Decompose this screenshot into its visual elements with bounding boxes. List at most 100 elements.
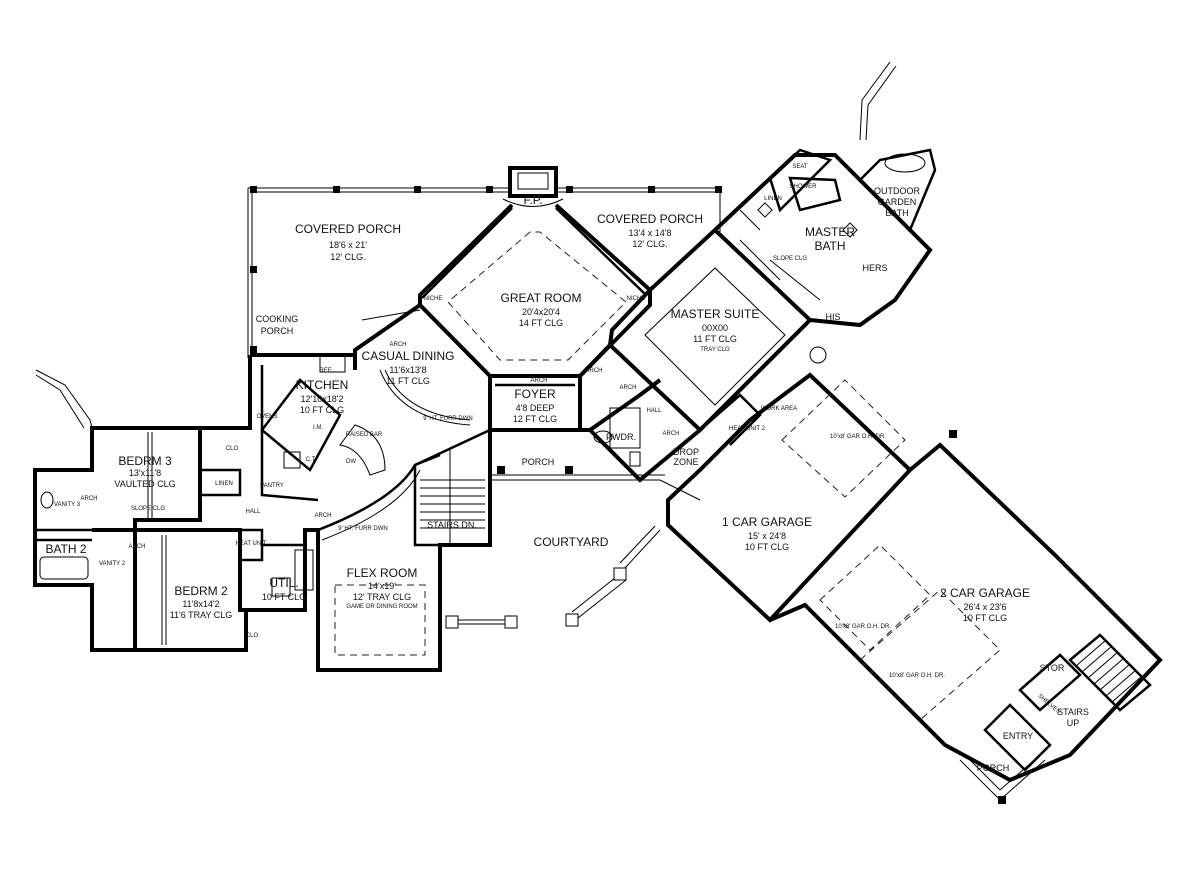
garage2-clg: 10 FT CLG <box>963 613 1007 623</box>
great-room-name: GREAT ROOM <box>501 291 582 305</box>
garage1-walls <box>666 372 913 623</box>
plan-geometry <box>33 61 1163 804</box>
flex-room-size: 14'x19' <box>368 581 396 591</box>
bedroom3-size: 13'x11'8 <box>129 468 161 478</box>
covered-porch-outline <box>247 187 512 358</box>
work-area-note: WORK AREA <box>761 406 797 412</box>
porch-garage-name: PORCH <box>977 763 1010 773</box>
master-bath-walls <box>713 153 933 328</box>
cooking-porch-line2: PORCH <box>261 326 294 336</box>
garage1-size: 15' x 24'8 <box>748 531 786 541</box>
porch-front-name: PORCH <box>522 457 555 467</box>
bedroom2-walls <box>133 528 246 650</box>
garage2-walls <box>769 442 1163 783</box>
covered-porch-right-clg: 12' CLG. <box>632 239 667 249</box>
furr-dining-note: 9' HT. FURR DWN <box>423 416 472 422</box>
foyer-name: FOYER <box>514 387 556 401</box>
ovens-note: OVENS <box>256 414 277 420</box>
casual-dining-size: 11'6x13'8 <box>389 365 426 375</box>
seat-note: SEAT <box>792 164 808 170</box>
master-bath-line1: MASTER <box>805 225 855 239</box>
great-room-clg: 14 FT CLG <box>519 318 563 328</box>
linen-name: LINEN <box>215 481 233 487</box>
raised-bar-note: RAISED BAR <box>346 432 383 438</box>
garage-door2-note: 10'x8' GAR O.H. DR. <box>835 624 891 630</box>
dw-note: DW <box>346 459 356 465</box>
master-suite-size: 00X00 <box>702 323 728 333</box>
stairs-down <box>413 428 492 547</box>
shower-note: SHOWER <box>790 184 818 190</box>
bath2-name: BATH 2 <box>45 542 86 556</box>
garage2-size: 26'4 x 23'6 <box>964 602 1007 612</box>
outdoor-bath-line1: OUTDOOR <box>874 186 920 196</box>
bedroom3-walls <box>92 426 202 532</box>
master-suite-tray: TRAY CLG <box>700 347 730 353</box>
flex-room-tray <box>334 584 426 656</box>
master-suite-clg: 11 FT CLG <box>693 334 737 344</box>
stairs-up <box>1068 633 1152 712</box>
arch-hall1-note: ARCH <box>585 368 602 374</box>
flex-room-note: GAME OR DINING ROOM <box>346 604 417 610</box>
foyer-depth: 4'8 DEEP <box>516 403 555 413</box>
room-labels: COVERED PORCH 18'6 x 21' 12' CLG. COVERE… <box>45 186 1088 773</box>
kitchen-name: KITCHEN <box>296 378 349 392</box>
bedroom3-clg: VAULTED CLG <box>114 479 175 489</box>
garage-door1-note: 10'x8' GAR O.H. DR. <box>830 434 886 440</box>
kitchen-island <box>260 378 342 472</box>
garage-door3-note: 10'x8' GAR O.H. DR. <box>889 673 945 679</box>
master-bath-line2: BATH <box>814 239 845 253</box>
linen-master-name: LINEN <box>764 196 782 202</box>
covered-porch-right-size: 13'4 x 14'8 <box>629 228 672 238</box>
ref-note: REF. <box>319 368 332 374</box>
kitchen-clg: 10 FT CLG <box>300 405 344 415</box>
arch-bed3-note: ARCH <box>80 496 97 502</box>
bedroom2-name: BEDRM 2 <box>174 584 228 598</box>
niche-right-note: NICHE <box>627 296 646 302</box>
great-room-ceiling <box>447 231 627 361</box>
bedroom3-slope: SLOPE CLG <box>131 506 165 512</box>
niche-left-note: NICHE <box>424 296 443 302</box>
covered-porch-left-clg: 12' CLG. <box>330 252 365 262</box>
drop-zone-line2: ZONE <box>673 457 698 467</box>
powder-name: PWDR. <box>606 432 636 442</box>
arch-hall3-note: ARCH <box>662 431 679 437</box>
util-name: UTIL. <box>269 576 298 590</box>
entry-name: ENTRY <box>1003 731 1033 741</box>
vanity2-note: VANITY 2 <box>99 561 126 567</box>
bedroom3-name: BEDRM 3 <box>118 454 172 468</box>
cooking-porch-line1: COOKING <box>256 314 299 324</box>
furr-flex-note: 9' HT. FURR DWN <box>338 526 387 532</box>
stairs-up-line1: STAIRS <box>1057 707 1089 717</box>
arch-foyer-note: ARCH <box>530 378 547 384</box>
garage1-name: 1 CAR GARAGE <box>722 515 812 529</box>
stairs-down-name: STAIRS DN. <box>427 520 477 530</box>
arch-dining-note: ARCH <box>389 342 406 348</box>
covered-porch-right-name: COVERED PORCH <box>597 212 703 226</box>
pantry-name: PANTRY <box>260 483 284 489</box>
great-room-size: 20'4x20'4 <box>522 307 560 317</box>
flex-room-clg: 12' TRAY CLG <box>353 592 411 602</box>
heat-unit2-note: HEAT UNIT 2 <box>729 426 766 432</box>
util-clg: 10 FT CLG <box>262 592 306 602</box>
clo-small-name: CLO <box>246 633 259 639</box>
flex-room-name: FLEX ROOM <box>347 566 418 580</box>
bedroom2-size: 11'8x14'2 <box>182 599 219 609</box>
arch-bath2-note: ARCH <box>128 544 145 550</box>
hall-name: HALL <box>646 408 662 414</box>
master-suite-name: MASTER SUITE <box>671 307 760 321</box>
garage2-name: 2 CAR GARAGE <box>940 586 1030 600</box>
fireplace-label: F.P. <box>523 193 542 207</box>
covered-porch-left-name: COVERED PORCH <box>295 222 401 236</box>
fireplace <box>508 166 558 198</box>
arch-hall2-note: ARCH <box>619 385 636 391</box>
outdoor-bath-line2: GARDEN <box>878 197 917 207</box>
foyer-clg: 12 FT CLG <box>513 414 557 424</box>
hers-name: HERS <box>862 263 887 273</box>
courtyard-name: COURTYARD <box>534 535 609 549</box>
hall-small-name: HALL <box>245 509 261 515</box>
clo-name: CLO <box>226 446 239 452</box>
arch-util-note: ARCH <box>314 513 331 519</box>
heat-unit1-note: HEAT UNIT <box>235 541 266 547</box>
ct-note: C.T. <box>306 457 317 463</box>
